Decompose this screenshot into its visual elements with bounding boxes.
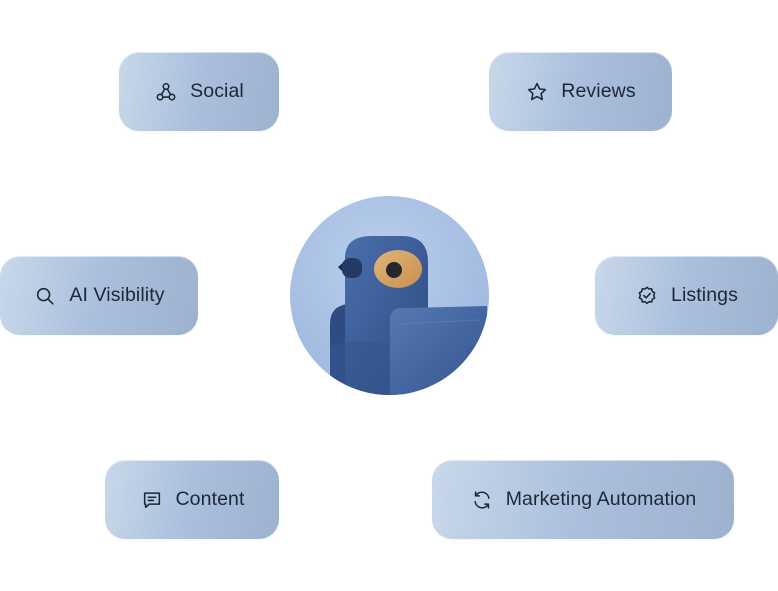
ai-visibility-label: AI Visibility <box>69 284 165 306</box>
listings-pill[interactable]: Listings <box>595 256 778 335</box>
marketing-automation-pill[interactable]: Marketing Automation <box>432 460 734 539</box>
search-icon <box>33 284 57 308</box>
reviews-label: Reviews <box>561 80 636 102</box>
check-badge-icon <box>635 284 659 308</box>
refresh-icon <box>470 488 494 512</box>
content-label: Content <box>175 488 245 510</box>
marketing-automation-label: Marketing Automation <box>505 488 697 510</box>
social-label: Social <box>190 80 244 102</box>
share-nodes-icon <box>154 80 178 104</box>
star-icon <box>525 80 549 104</box>
social-pill[interactable]: Social <box>119 52 279 131</box>
reviews-pill[interactable]: Reviews <box>489 52 672 131</box>
bird-mascot-avatar <box>290 196 489 395</box>
ai-visibility-pill[interactable]: AI Visibility <box>0 256 198 335</box>
listings-label: Listings <box>671 284 738 306</box>
message-lines-icon <box>140 488 164 512</box>
content-pill[interactable]: Content <box>105 460 279 539</box>
